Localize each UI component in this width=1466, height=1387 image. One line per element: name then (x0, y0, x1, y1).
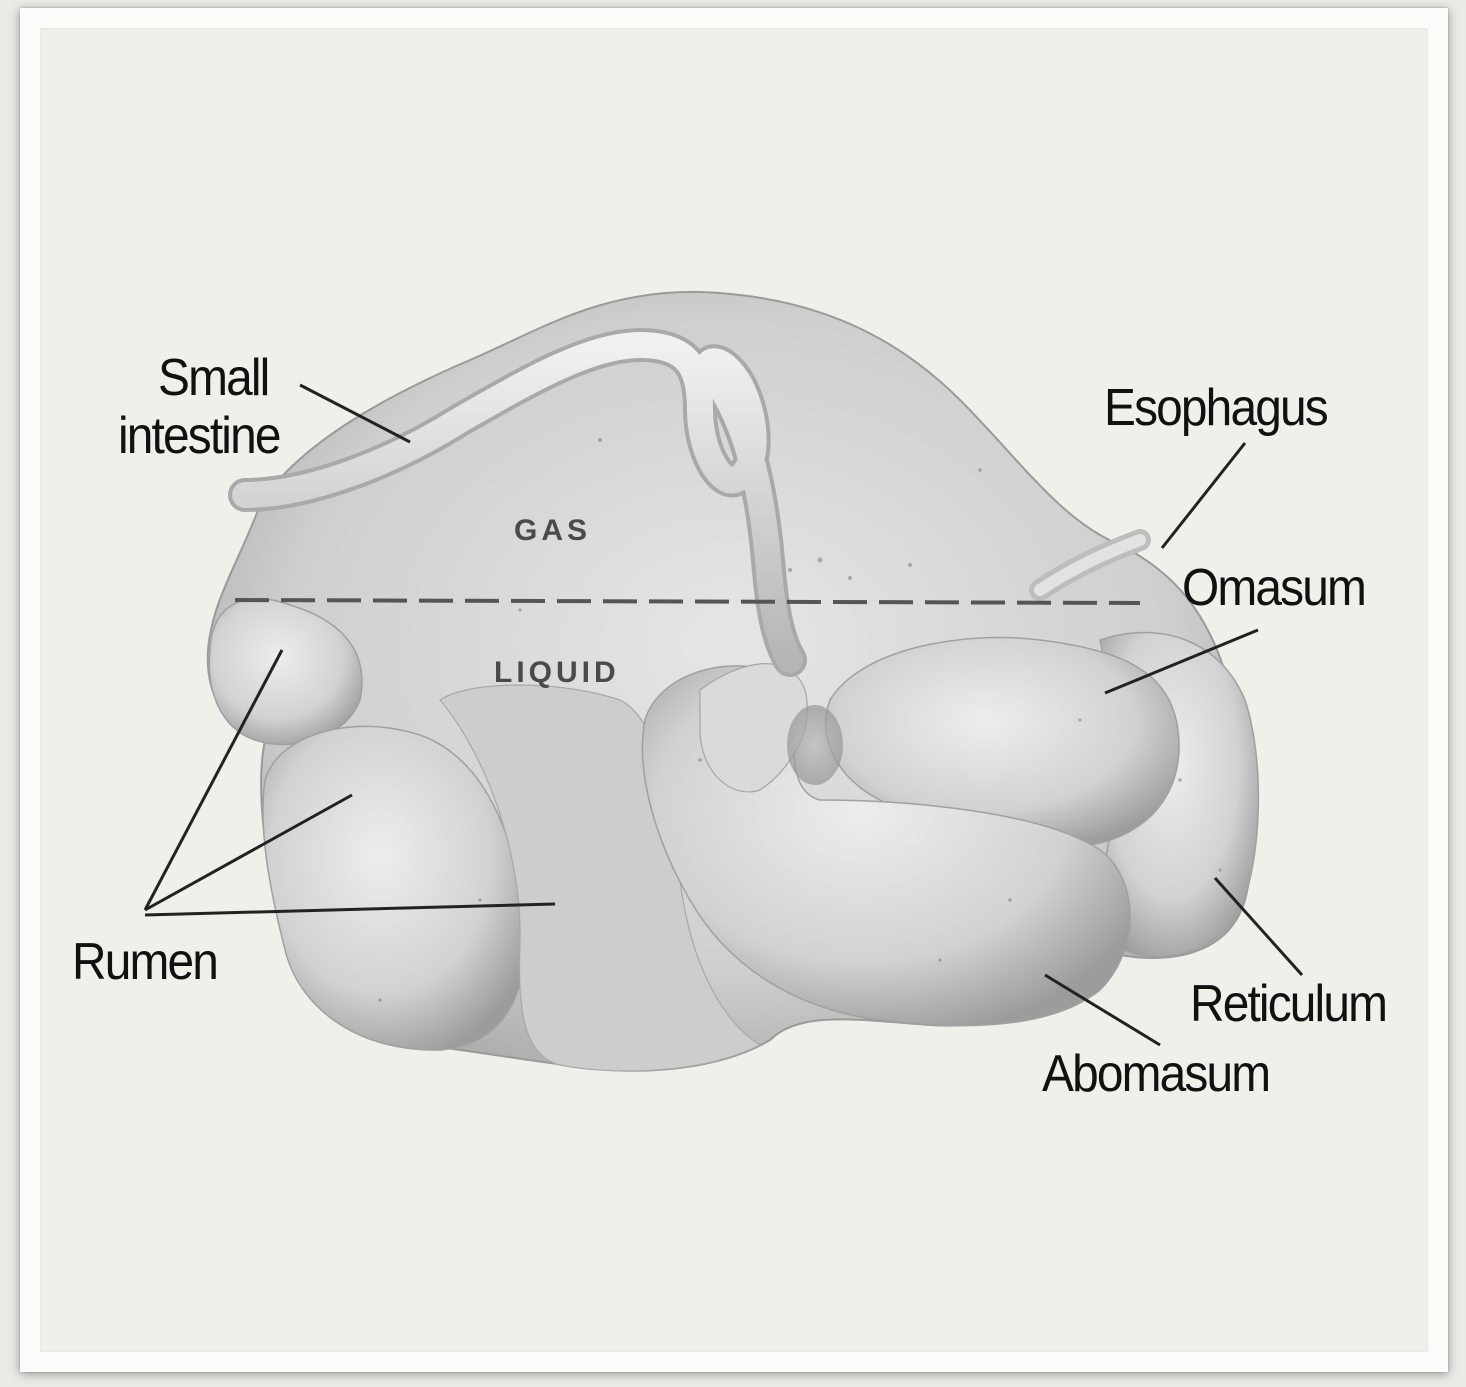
label-small-intestine-line1: Small (158, 350, 268, 406)
label-small-intestine-line2: intestine (118, 408, 280, 464)
label-reticulum: Reticulum (1190, 976, 1386, 1032)
label-omasum: Omasum (1182, 560, 1365, 616)
label-esophagus: Esophagus (1104, 380, 1327, 436)
junction-shadow (787, 705, 843, 785)
label-rumen: Rumen (72, 934, 217, 990)
region-label-liquid: LIQUID (494, 656, 620, 690)
label-abomasum: Abomasum (1042, 1046, 1269, 1102)
region-label-gas: GAS (514, 514, 591, 548)
leader-esophagus (1162, 443, 1245, 548)
